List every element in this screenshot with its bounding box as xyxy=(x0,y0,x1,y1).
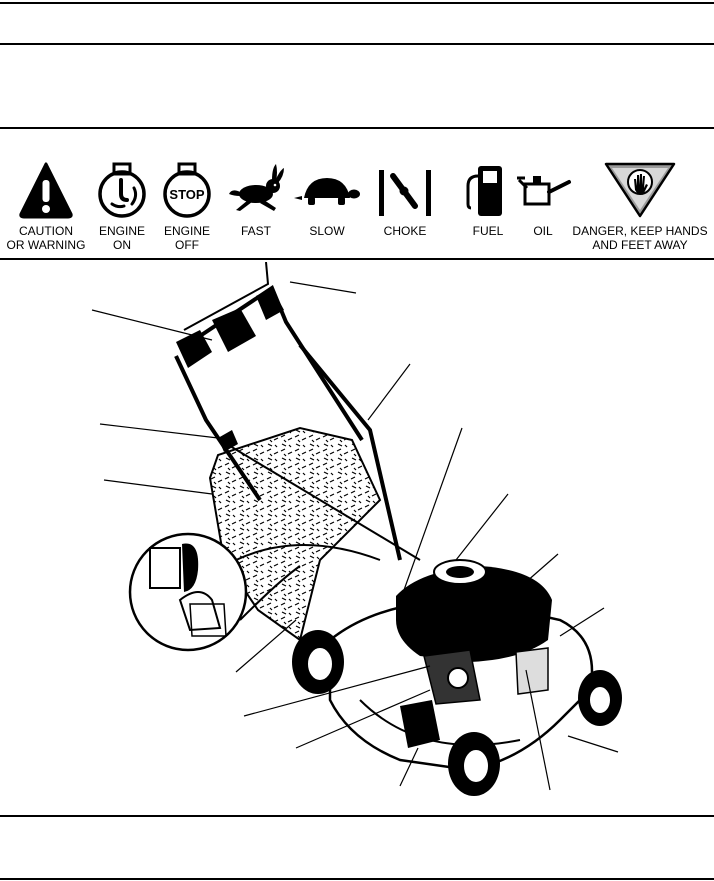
fuel-pump-icon xyxy=(466,166,502,216)
header-rule xyxy=(0,43,714,45)
fuel-cap xyxy=(447,667,469,689)
engine-stop-icon: STOP xyxy=(163,162,211,218)
symbol-fuel: FUEL xyxy=(454,160,522,238)
footer-rule xyxy=(0,878,714,880)
illustration-bottom-rule xyxy=(0,815,714,817)
svg-text:STOP: STOP xyxy=(169,187,204,202)
choke-icon xyxy=(379,170,431,216)
symbol-slow: SLOW xyxy=(290,160,364,238)
section-rule xyxy=(0,127,714,129)
warning-triangle-icon xyxy=(19,162,73,219)
lawn-mower-illustration xyxy=(91,262,622,796)
muffler xyxy=(515,647,549,695)
symbol-fast: FAST xyxy=(222,160,290,238)
rabbit-icon xyxy=(229,164,284,211)
symbol-choke: CHOKE xyxy=(368,160,442,238)
symbol-label: SLOW xyxy=(309,224,345,238)
keep-hands-away-icon xyxy=(604,162,676,218)
rear-wheel-right xyxy=(578,670,622,726)
rear-wheel-left xyxy=(292,630,344,694)
handle-grip-right xyxy=(256,288,284,320)
top-rule xyxy=(0,2,714,4)
front-discharge-cover xyxy=(400,700,440,748)
engine-shroud xyxy=(396,566,552,662)
symbol-label: OIL xyxy=(533,224,553,238)
symbols-bottom-rule xyxy=(0,258,714,260)
callout-lines xyxy=(91,281,619,791)
symbol-label: FUEL xyxy=(472,224,504,238)
symbol-label: CHOKE xyxy=(383,224,427,238)
inset-detail xyxy=(128,532,381,652)
engine-on-icon xyxy=(98,162,146,218)
control-bail xyxy=(212,308,256,352)
oil-can-icon xyxy=(517,176,571,206)
symbol-label: FAST xyxy=(240,224,271,238)
handle-grip-left xyxy=(176,330,212,368)
front-wheel-left xyxy=(448,732,500,796)
symbol-oil: OIL xyxy=(512,160,574,238)
turtle-icon xyxy=(294,178,360,205)
